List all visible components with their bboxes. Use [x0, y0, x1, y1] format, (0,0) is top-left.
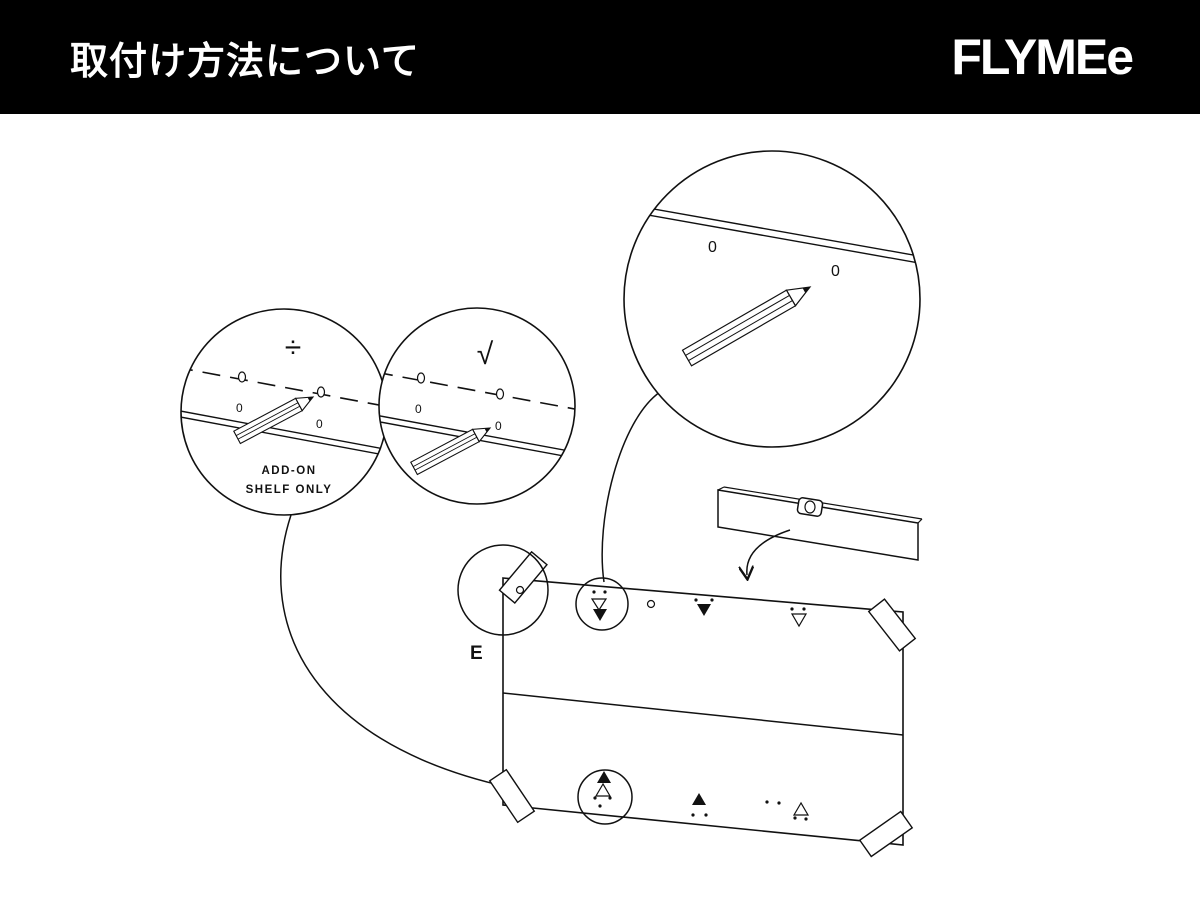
hole-mark: 0 — [831, 263, 840, 280]
shelf-only-label: SHELF ONLY — [246, 484, 333, 496]
page-title: 取付け方法について — [70, 38, 420, 83]
tape-icon — [488, 550, 917, 858]
connector-line-top — [601, 391, 661, 583]
zoom-circle-wrong: 0 0 ÷ ADD-ON SHELF ONLY — [180, 308, 388, 516]
connector-line-left — [280, 514, 576, 799]
hole-mark: 0 — [495, 419, 502, 433]
pencil-icon — [681, 286, 812, 367]
wrong-mark: ÷ — [285, 331, 301, 364]
callout-circle-bottom-marker — [577, 769, 633, 825]
check-mark: √ — [477, 338, 494, 371]
diagram-svg: E 0 0 — [180, 150, 923, 858]
panel-e — [488, 550, 917, 858]
zoom-circle-top: 0 0 — [623, 150, 921, 448]
pencil-icon — [233, 396, 315, 445]
triangle-marker-icon — [590, 590, 810, 821]
installation-diagram: E 0 0 — [0, 114, 1200, 900]
callout-circle-corner — [457, 544, 549, 636]
header-bar: 取付け方法について FLYMEe — [0, 0, 1200, 114]
hole-mark: 0 — [316, 417, 323, 431]
panel-label-e: E — [470, 643, 483, 664]
callout-circle-top-marker — [575, 577, 629, 631]
level-tool-icon — [717, 486, 923, 561]
brand-logo: FLYMEe — [951, 29, 1134, 85]
zoom-circle-correct: 0 0 √ — [378, 307, 576, 505]
hole-mark: 0 — [236, 401, 243, 415]
arrow-icon — [747, 529, 791, 575]
hole-mark: 0 — [415, 402, 422, 416]
pencil-icon — [410, 427, 492, 476]
hole-mark: 0 — [708, 239, 717, 256]
add-on-label: ADD-ON — [262, 465, 317, 477]
